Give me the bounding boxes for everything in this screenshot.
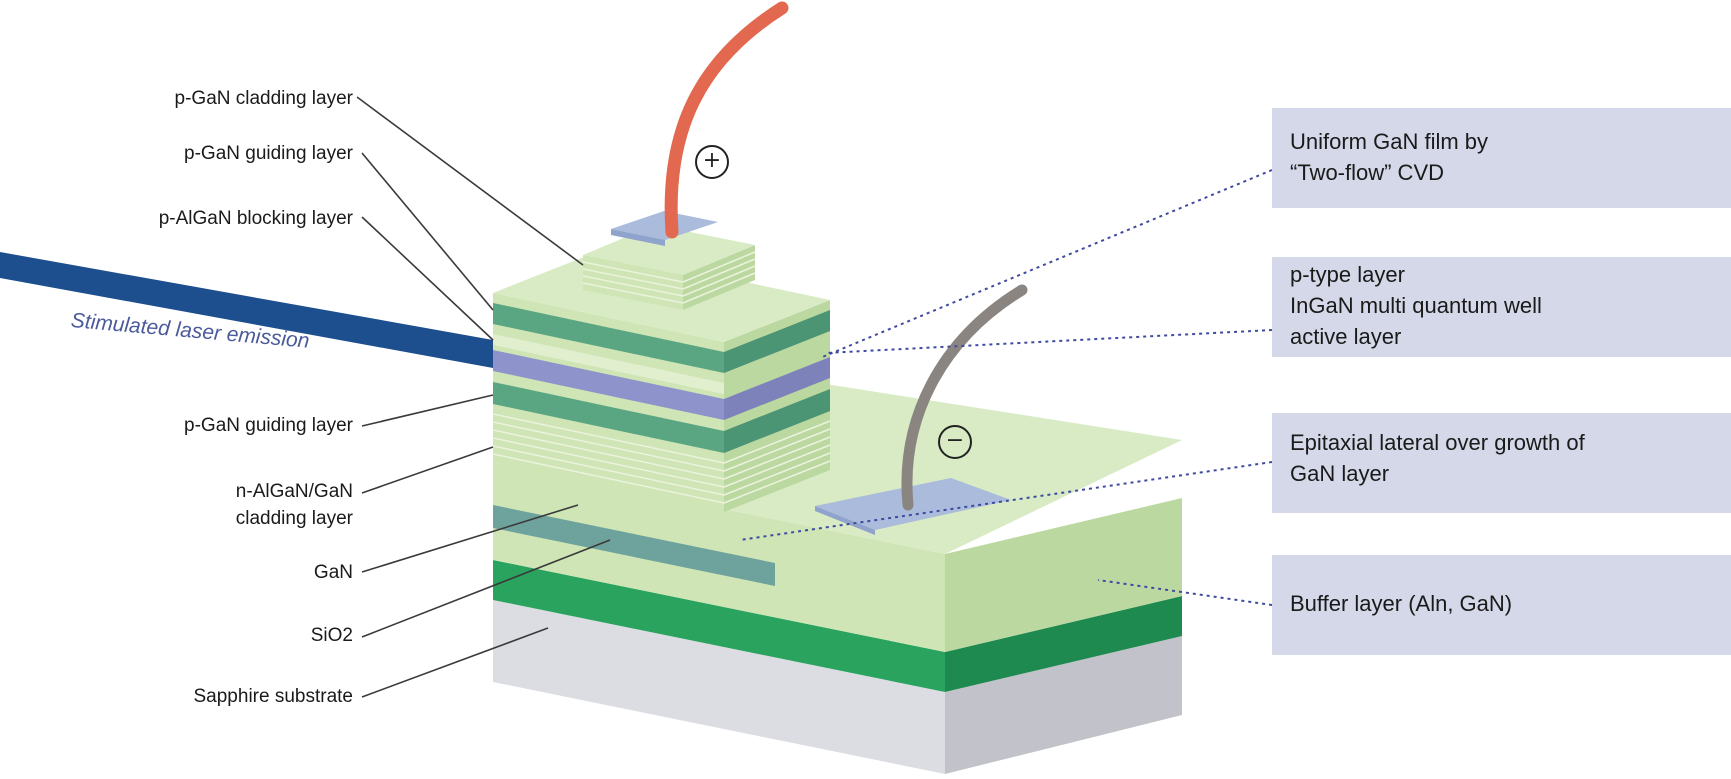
label-p-gan-guiding-top: p-GaN guiding layer: [184, 143, 353, 164]
label-p-gan-guiding-bottom: p-GaN guiding layer: [184, 415, 353, 436]
negative-wire: [901, 284, 1028, 511]
box-buffer: Buffer layer (Aln, GaN): [1272, 555, 1731, 655]
box-elog: Epitaxial lateral over growth of GaN lay…: [1272, 413, 1731, 513]
active-layer-band: [493, 350, 724, 420]
p-electrode-pad: [611, 211, 718, 240]
laser-beam: [0, 252, 493, 368]
right-leaders: [739, 169, 1273, 606]
left-leaders: [356, 96, 611, 698]
p-gan-guiding-band-bottom: [493, 382, 724, 453]
box-p-type-ingan-text: p-type layer InGaN multi quantum well ac…: [1290, 262, 1542, 349]
buffer-layer: [493, 560, 945, 692]
box-uniform-gan-text: Uniform GaN film by “Two-flow” CVD: [1290, 129, 1489, 185]
negative-sign: −: [938, 425, 972, 459]
label-p-gan-cladding: p-GaN cladding layer: [174, 88, 353, 109]
label-n-algan-cladding-2: cladding layer: [235, 508, 353, 529]
box-p-type-ingan: p-type layer InGaN multi quantum well ac…: [1272, 257, 1731, 357]
positive-sign: +: [695, 145, 729, 179]
box-uniform-gan: Uniform GaN film by “Two-flow” CVD: [1272, 108, 1731, 208]
p-gan-guiding-band-top: [493, 303, 724, 373]
ridge-block: [582, 211, 756, 310]
label-sapphire: Sapphire substrate: [193, 686, 354, 707]
sio2-stripe: [493, 505, 775, 586]
label-gan: GaN: [313, 562, 353, 583]
substrate-block: [493, 368, 1182, 774]
label-sio2: SiO2: [310, 625, 353, 646]
box-buffer-text: Buffer layer (Aln, GaN): [1290, 591, 1513, 616]
label-p-algan-blocking: p-AlGaN blocking layer: [158, 208, 353, 229]
gan-base-right: [945, 498, 1182, 652]
positive-wire: [664, 1, 789, 239]
label-n-algan-cladding-1: n-AlGaN/GaN: [235, 481, 353, 502]
box-elog-text: Epitaxial lateral over growth of GaN lay…: [1290, 430, 1585, 486]
mesa-block: [492, 251, 831, 512]
